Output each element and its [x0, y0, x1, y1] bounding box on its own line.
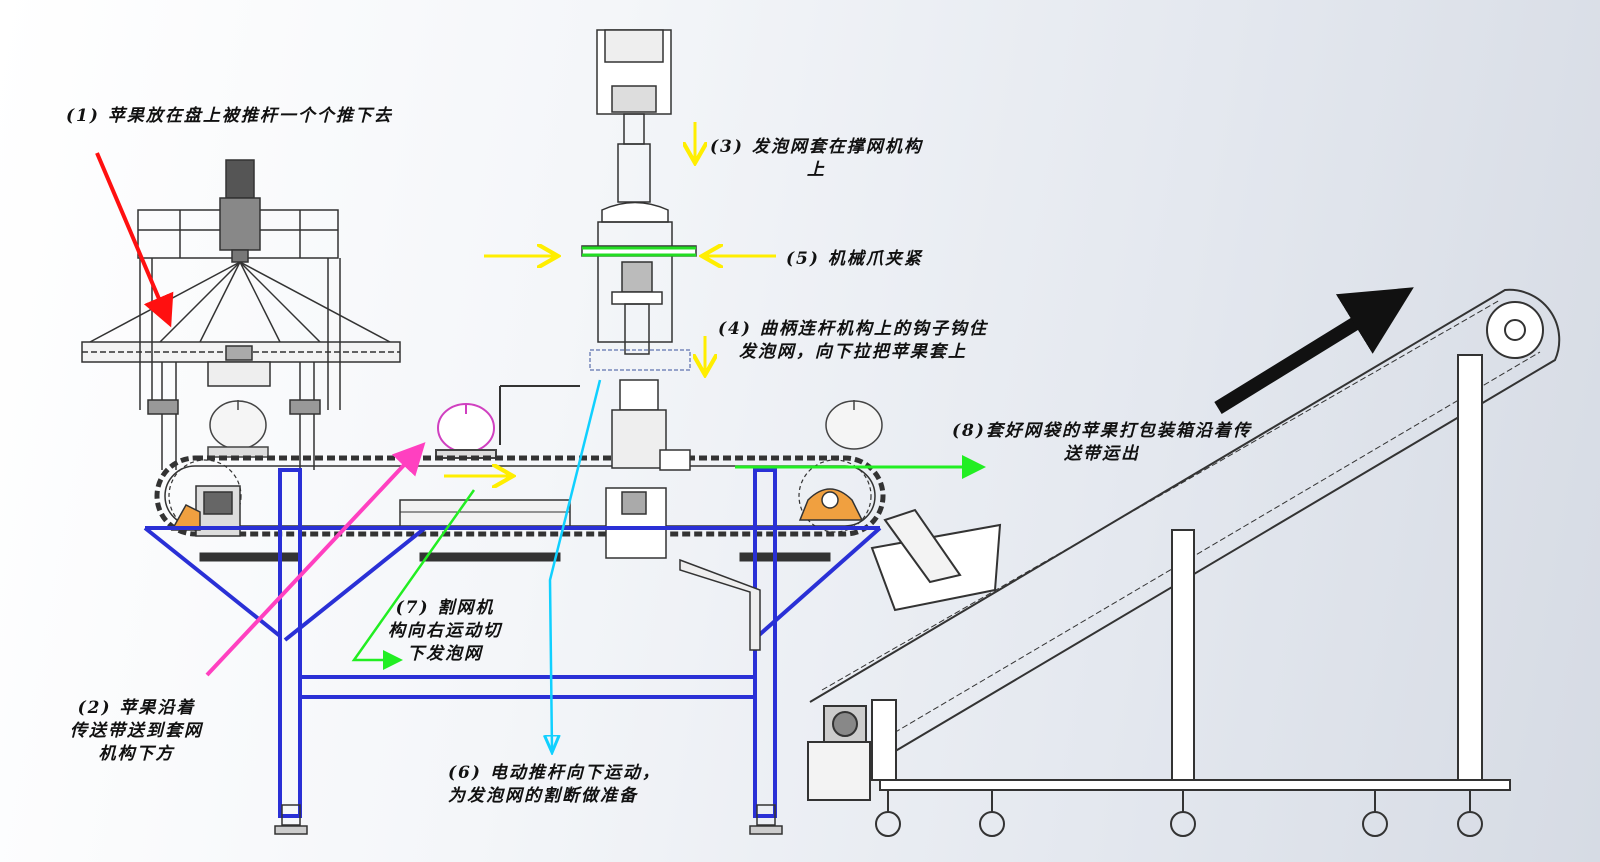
annotation-step2: (2) 苹果沿着 传送带送到套网 机构下方: [70, 697, 203, 766]
annotation-step1: (1) 苹果放在盘上被推杆一个个推下去: [66, 105, 393, 128]
annotation-step8-line1: (8)套好网袋的苹果打包装箱沿着传: [952, 421, 1252, 441]
annotation-step4-line1: (4) 曲柄连杆机构上的钩子钩住: [718, 319, 988, 339]
annotation-step8-line2: 送带运出: [1063, 444, 1140, 464]
arrow-step7: [351, 489, 476, 670]
arrow-output: [1214, 287, 1414, 414]
apple-on-conveyor-pink: [435, 403, 497, 459]
annotation-step2-line2: 传送带送到套网: [70, 721, 203, 741]
annotation-step8: (8)套好网袋的苹果打包装箱沿着传 送带运出: [952, 420, 1252, 466]
bearing-blocks: [170, 485, 864, 537]
annotation-step4: (4) 曲柄连杆机构上的钩子钩住 发泡网，向下拉把苹果套上: [718, 318, 988, 364]
machine-frame: [143, 468, 882, 835]
output-conveyor: [807, 288, 1561, 837]
arrow-step6: [550, 379, 602, 750]
annotation-step6-line2: 为发泡网的割断做准备: [448, 786, 638, 806]
netting-mechanism: [499, 29, 697, 559]
annotation-step7: (7) 割网机 构向右运动切 下发泡网: [388, 597, 502, 666]
apple-tray-assembly: [81, 159, 401, 470]
annotation-step6: (6) 电动推杆向下运动， 为发泡网的割断做准备: [448, 762, 661, 808]
annotation-step5-text: (5) 机械爪夹紧: [786, 249, 923, 269]
arrow-step2: [205, 442, 426, 677]
caster-wheels: [875, 790, 1483, 837]
annotation-step6-line1: (6) 电动推杆向下运动，: [448, 763, 661, 783]
annotation-step7-line1: (7) 割网机: [395, 598, 495, 618]
annotation-step3-line2: 上: [806, 160, 826, 180]
annotation-step3: (3) 发泡网套在撑网机构 上: [710, 136, 923, 182]
annotation-step1-text: (1) 苹果放在盘上被推杆一个个推下去: [66, 106, 393, 126]
apple-on-tray: [207, 400, 269, 458]
annotation-step2-line3: 机构下方: [98, 744, 175, 764]
annotation-step7-line2: 构向右运动切: [388, 621, 502, 641]
annotation-step2-line1: (2) 苹果沿着: [77, 698, 196, 718]
apple-packed: [825, 400, 883, 450]
arrow-step1: [95, 152, 174, 328]
annotation-step4-line2: 发泡网，向下拉把苹果套上: [738, 342, 967, 362]
frame-bracket: [679, 558, 761, 651]
annotation-step7-line3: 下发泡网: [407, 644, 483, 664]
annotation-step3-line1: (3) 发泡网套在撑网机构: [710, 137, 923, 157]
annotation-step5: (5) 机械爪夹紧: [786, 248, 923, 271]
